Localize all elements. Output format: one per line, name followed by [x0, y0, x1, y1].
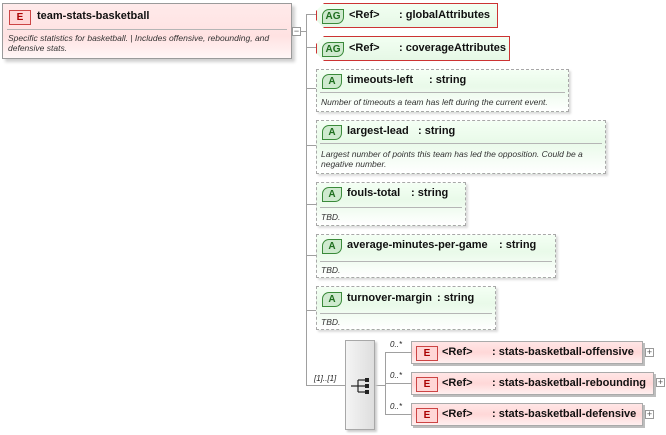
- attribute-type: : string: [411, 187, 449, 199]
- attribute-group-icon: AG: [322, 42, 344, 57]
- attribute-name: turnover-margin: [347, 292, 432, 304]
- attribute-fouls-total[interactable]: A fouls-total : string TBD.: [316, 182, 466, 226]
- element-ref-stats-basketball-offensive[interactable]: E <Ref> : stats-basketball-offensive: [411, 341, 643, 364]
- attribute-icon: A: [322, 74, 342, 89]
- attribute-description: Number of timeouts a team has left durin…: [321, 97, 548, 107]
- connector-seq-out: [375, 385, 385, 386]
- attribute-type: : string: [499, 239, 537, 251]
- connector-attr1: [306, 88, 316, 89]
- attribute-group-name: : globalAttributes: [399, 9, 491, 21]
- attribute-separator: [320, 143, 602, 144]
- element-name: team-stats-basketball: [37, 10, 150, 22]
- connector-attr3: [306, 204, 316, 205]
- attribute-turnover-margin[interactable]: A turnover-margin : string TBD.: [316, 286, 496, 330]
- connector-seq: [306, 385, 345, 386]
- child-multiplicity: 0..*: [390, 371, 403, 380]
- attribute-name: fouls-total: [347, 187, 401, 199]
- attribute-group-name: : coverageAttributes: [399, 42, 506, 54]
- ref-label: <Ref>: [442, 377, 473, 389]
- element-separator: [7, 29, 287, 30]
- sequence-compositor[interactable]: [345, 340, 375, 430]
- element-icon: E: [416, 408, 438, 423]
- attribute-name: average-minutes-per-game: [347, 239, 488, 251]
- sequence-compositor-icon: [351, 378, 369, 394]
- element-name: : stats-basketball-rebounding: [492, 377, 647, 389]
- connector-attr4: [306, 255, 316, 256]
- element-team-stats-basketball[interactable]: E team-stats-basketball Specific statist…: [2, 3, 292, 59]
- attribute-timeouts-left[interactable]: A timeouts-left : string Number of timeo…: [316, 69, 569, 112]
- expand-icon[interactable]: +: [645, 409, 654, 419]
- connector-child3: [385, 414, 411, 415]
- attribute-group-coverage[interactable]: AG <Ref> : coverageAttributes: [316, 36, 510, 61]
- attribute-icon: A: [322, 292, 342, 307]
- element-ref-stats-basketball-rebounding[interactable]: E <Ref> : stats-basketball-rebounding: [411, 372, 654, 395]
- element-icon: E: [416, 377, 438, 392]
- attribute-type: : string: [429, 74, 467, 86]
- attribute-group-icon: AG: [322, 9, 344, 24]
- connector-ag1: [306, 14, 316, 15]
- attribute-average-minutes-per-game[interactable]: A average-minutes-per-game : string TBD.: [316, 234, 556, 278]
- attribute-description: Largest number of points this team has l…: [321, 149, 583, 169]
- connector-ag2: [306, 47, 316, 48]
- element-icon: E: [9, 10, 31, 25]
- attribute-separator: [320, 92, 565, 93]
- ref-label: <Ref>: [442, 346, 473, 358]
- attribute-description: TBD.: [321, 212, 341, 222]
- attribute-icon: A: [322, 125, 342, 140]
- element-name: : stats-basketball-defensive: [492, 408, 637, 420]
- attribute-type: : string: [437, 292, 475, 304]
- connector-child2: [385, 383, 411, 384]
- sequence-multiplicity: [1]..[1]: [314, 374, 337, 383]
- attribute-description: TBD.: [321, 265, 341, 275]
- child-multiplicity: 0..*: [390, 340, 403, 349]
- element-description: Specific statistics for basketball. | In…: [8, 33, 270, 53]
- attribute-separator: [320, 261, 552, 262]
- attribute-name: largest-lead: [347, 125, 409, 137]
- connector-trunk: [306, 14, 307, 385]
- attribute-type: : string: [418, 125, 456, 137]
- expand-icon[interactable]: +: [656, 377, 665, 387]
- ref-label: <Ref>: [442, 408, 473, 420]
- connector-attr2: [306, 145, 316, 146]
- ref-label: <Ref>: [349, 9, 380, 21]
- attribute-largest-lead[interactable]: A largest-lead : string Largest number o…: [316, 120, 606, 174]
- attribute-icon: A: [322, 239, 342, 254]
- element-ref-stats-basketball-defensive[interactable]: E <Ref> : stats-basketball-defensive: [411, 403, 643, 426]
- element-icon: E: [416, 346, 438, 361]
- collapse-icon[interactable]: −: [292, 26, 301, 36]
- attribute-separator: [320, 207, 462, 208]
- connector-child1: [385, 352, 411, 353]
- attribute-description: TBD.: [321, 317, 341, 327]
- expand-icon[interactable]: +: [645, 347, 654, 357]
- attribute-group-global[interactable]: AG <Ref> : globalAttributes: [316, 3, 498, 28]
- child-multiplicity: 0..*: [390, 402, 403, 411]
- attribute-separator: [320, 313, 492, 314]
- ref-label: <Ref>: [349, 42, 380, 54]
- connector-attr5: [306, 310, 316, 311]
- attribute-icon: A: [322, 187, 342, 202]
- attribute-name: timeouts-left: [347, 74, 413, 86]
- element-name: : stats-basketball-offensive: [492, 346, 634, 358]
